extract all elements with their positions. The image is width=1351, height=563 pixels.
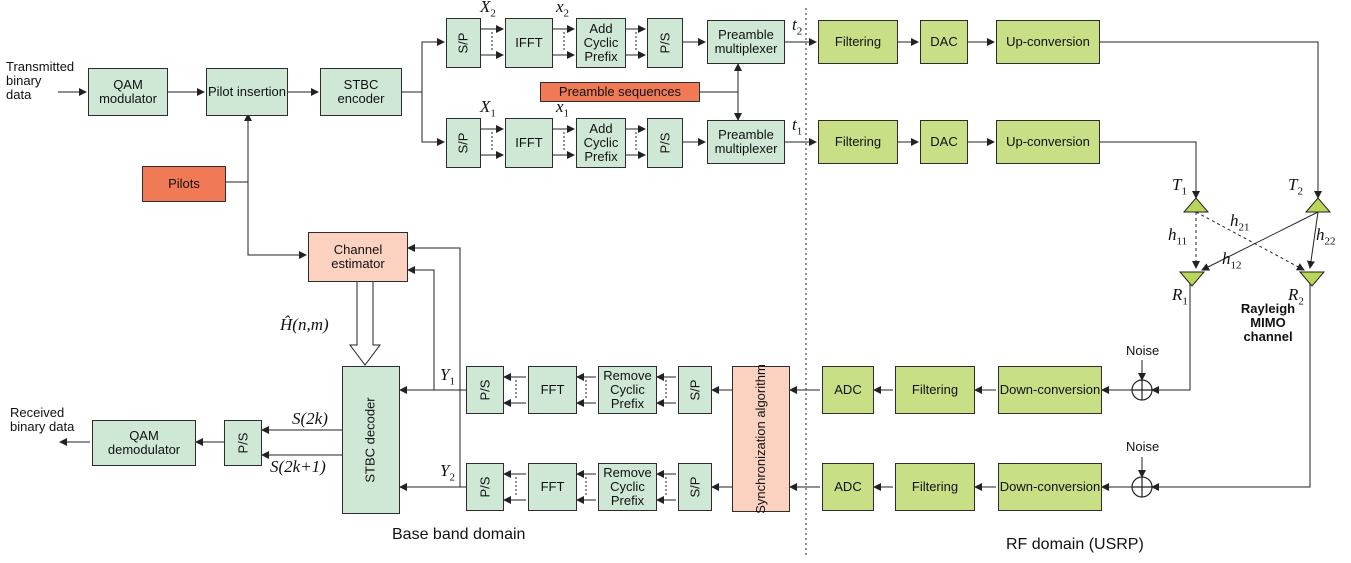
pilots-block: Pilots bbox=[142, 166, 226, 202]
arrow-pilots-estimator bbox=[247, 182, 307, 259]
antenna-r2 bbox=[1298, 271, 1326, 287]
label-x1: x1 bbox=[556, 97, 570, 120]
adc-block-1: ADC bbox=[822, 366, 874, 414]
ps-block-rx2: P/S bbox=[466, 463, 504, 511]
noise-label-1: Noise bbox=[1126, 343, 1160, 358]
downconversion-block-1: Down-conversion bbox=[998, 366, 1102, 414]
label-R2: R2 bbox=[1288, 285, 1304, 308]
qam-modulator-block: QAM modulator bbox=[88, 68, 168, 116]
rx-data-label: Received binary data bbox=[10, 405, 75, 434]
rayleigh-label: Rayleigh MIMO channel bbox=[1240, 301, 1296, 344]
arrow-up-t1 bbox=[1100, 141, 1200, 199]
filtering-block-rx1: Filtering bbox=[895, 366, 975, 414]
preamble-sequences-block: Preamble sequences bbox=[540, 82, 700, 102]
sp-block-2: S/P bbox=[446, 18, 481, 68]
arrow-stbc-sp2 bbox=[402, 38, 445, 93]
tx-data-label: Transmitted binary data bbox=[6, 59, 75, 102]
dac-block-2: DAC bbox=[920, 20, 968, 64]
arrow-hhat bbox=[349, 282, 381, 366]
fft-block-2: FFT bbox=[528, 463, 577, 511]
label-T1: T1 bbox=[1172, 175, 1187, 198]
path-h22 bbox=[1307, 211, 1319, 269]
label-R1: R1 bbox=[1172, 285, 1188, 308]
arrow-y2-estimator bbox=[407, 244, 461, 487]
preamble-mux-block-2: Preamble multiplexer bbox=[707, 20, 785, 64]
synchronization-block: Synchronization algorithm bbox=[732, 364, 790, 514]
baseband-domain-label: Base band domain bbox=[392, 526, 526, 543]
antenna-t2 bbox=[1304, 197, 1332, 213]
ps-block-2: P/S bbox=[647, 18, 683, 68]
downconversion-block-2: Down-conversion bbox=[998, 463, 1102, 511]
ifft-block-1: IFFT bbox=[505, 118, 553, 168]
label-h22: h22 bbox=[1316, 225, 1336, 248]
label-s2k1: S(2k+1) bbox=[270, 457, 326, 476]
noise-label-2: Noise bbox=[1126, 439, 1160, 454]
preamble-mux-block-1: Preamble multiplexer bbox=[707, 120, 785, 164]
label-x2: x2 bbox=[556, 0, 570, 20]
fft-block-1: FFT bbox=[528, 366, 577, 414]
label-t2: t2 bbox=[792, 15, 803, 38]
label-X1: X1 bbox=[480, 97, 496, 120]
filtering-block-tx2: Filtering bbox=[818, 20, 898, 64]
ifft-block-2: IFFT bbox=[505, 18, 553, 68]
label-X2: X2 bbox=[480, 0, 496, 20]
ps-block-rx1: P/S bbox=[466, 366, 504, 414]
path-h21 bbox=[1195, 211, 1305, 271]
stbc-decoder-block: STBC decoder bbox=[342, 366, 400, 514]
label-Y2: Y2 bbox=[440, 461, 455, 484]
label-h11: h11 bbox=[1168, 225, 1188, 248]
label-s2k: S(2k) bbox=[292, 409, 328, 428]
add-cp-block-1: Add Cyclic Prefix bbox=[576, 118, 626, 168]
remove-cp-block-1: Remove Cyclic Prefix bbox=[598, 366, 657, 414]
remove-cp-block-2: Remove Cyclic Prefix bbox=[598, 463, 657, 511]
ps-block-rx: P/S bbox=[224, 420, 262, 466]
stbc-encoder-block: STBC encoder bbox=[320, 68, 402, 116]
sp-block-rx1: S/P bbox=[678, 366, 712, 414]
label-t1: t1 bbox=[792, 115, 803, 138]
antenna-r1 bbox=[1178, 271, 1206, 287]
qam-demodulator-block: QAM demodulator bbox=[92, 420, 196, 466]
upconversion-block-2: Up-conversion bbox=[996, 20, 1100, 64]
dac-block-1: DAC bbox=[920, 120, 968, 164]
upconversion-block-1: Up-conversion bbox=[996, 120, 1100, 164]
filtering-block-rx2: Filtering bbox=[895, 463, 975, 511]
channel-estimator-block: Channel estimator bbox=[308, 232, 408, 282]
label-Y1: Y1 bbox=[440, 365, 455, 388]
sp-block-1: S/P bbox=[446, 118, 481, 168]
arrow-pilots-insert bbox=[226, 113, 252, 183]
arrow-y1-estimator bbox=[407, 266, 435, 390]
add-cp-block-2: Add Cyclic Prefix bbox=[576, 18, 626, 68]
pilot-insertion-block: Pilot insertion bbox=[206, 68, 288, 116]
ps-block-1: P/S bbox=[647, 118, 683, 168]
arrow-up-t2 bbox=[1100, 41, 1322, 199]
sp-block-rx2: S/P bbox=[678, 463, 712, 511]
label-T2: T2 bbox=[1288, 175, 1303, 198]
filtering-block-tx1: Filtering bbox=[818, 120, 898, 164]
label-h21: h21 bbox=[1230, 211, 1250, 234]
label-hhat: Ĥ(n,m) bbox=[280, 315, 329, 334]
adc-block-2: ADC bbox=[822, 463, 874, 511]
rf-domain-label: RF domain (USRP) bbox=[1006, 536, 1144, 553]
arrow-stbc-sp1 bbox=[421, 92, 445, 146]
antenna-t1 bbox=[1182, 197, 1210, 213]
label-h12: h12 bbox=[1222, 249, 1242, 272]
arrow-r2-noise bbox=[1151, 272, 1311, 491]
path-h12 bbox=[1201, 211, 1319, 271]
arrow-r1-noise bbox=[1151, 272, 1191, 394]
